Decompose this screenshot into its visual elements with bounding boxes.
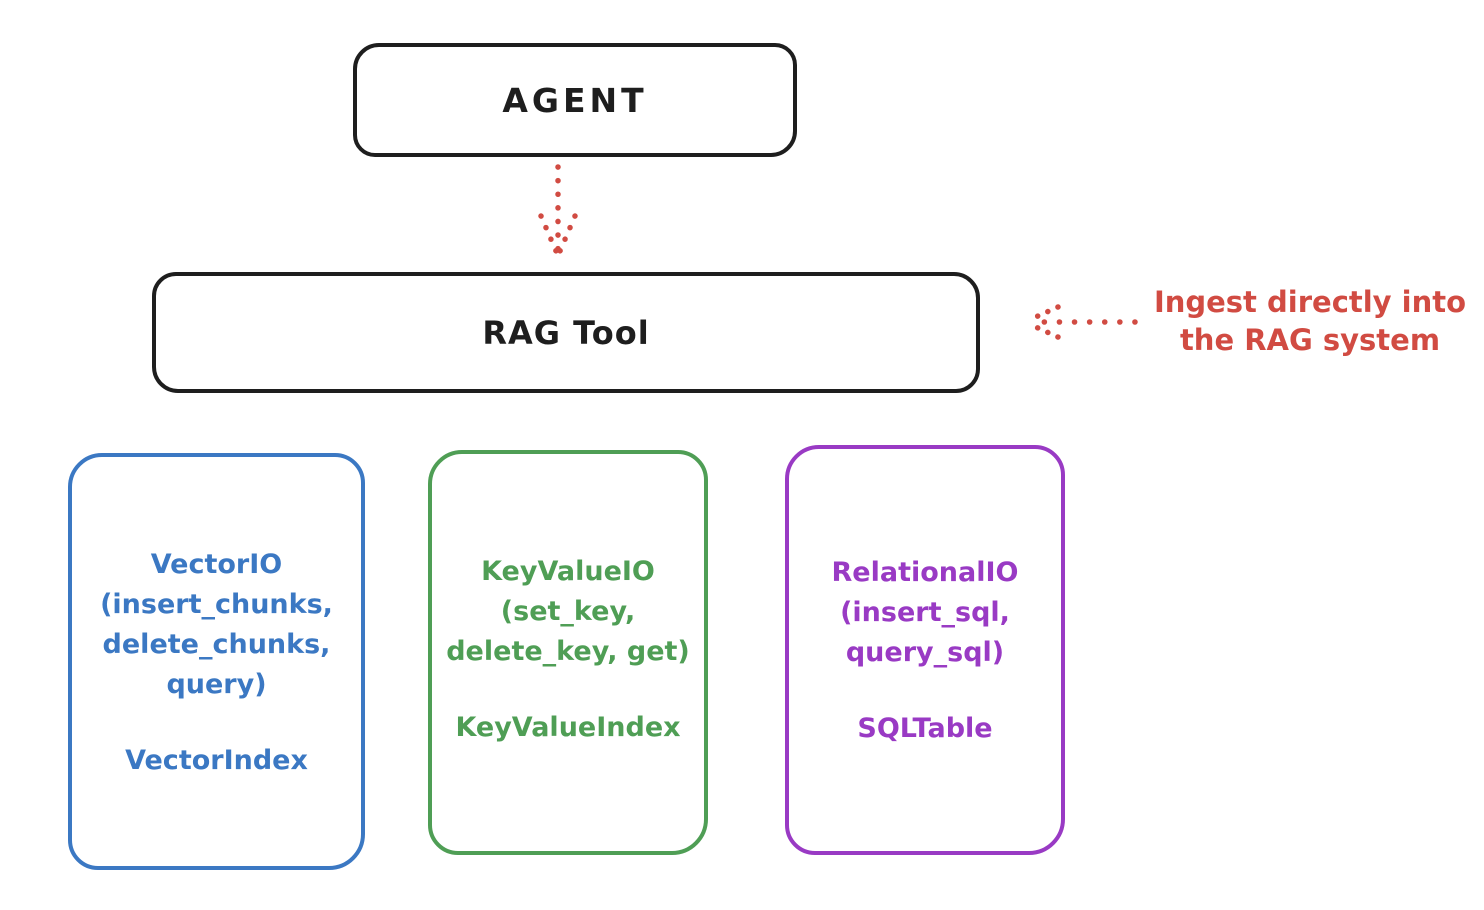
rag-tool-node: RAG Tool [152, 272, 980, 393]
node-text-line: query) [166, 669, 267, 700]
node-text-line: KeyValueIO [481, 556, 655, 587]
index-label: VectorIndex [125, 745, 308, 776]
annotation-text: Ingest directly into the RAG system [1140, 283, 1480, 359]
node-text-line: RelationalIO [831, 557, 1019, 588]
node-text-line: (set_key, [500, 596, 636, 627]
annotation-to-rag-dotted-arrow-icon [1026, 304, 1138, 340]
relational-io-node: RelationalIO (insert_sql, query_sql) SQL… [785, 445, 1065, 855]
rag-tool-label: RAG Tool [482, 313, 650, 352]
node-text-line: delete_chunks, [102, 629, 331, 660]
agent-label: AGENT [502, 80, 648, 120]
keyvalue-io-node: KeyValueIO (set_key, delete_key, get) Ke… [428, 450, 708, 855]
agent-to-rag-dotted-arrow-icon [538, 164, 578, 255]
index-label: SQLTable [857, 713, 993, 744]
annotation-line: the RAG system [1179, 323, 1441, 357]
index-label: KeyValueIndex [455, 712, 681, 743]
annotation-line: Ingest directly into [1153, 285, 1467, 319]
node-text-line: delete_key, get) [446, 636, 690, 667]
node-text-line: VectorIO [150, 549, 283, 580]
node-text-line: (insert_sql, [840, 597, 1010, 628]
vector-io-node: VectorIO (insert_chunks, delete_chunks, … [68, 453, 365, 870]
agent-node: AGENT [353, 43, 797, 157]
node-text-line: (insert_chunks, [100, 589, 333, 620]
node-text-line: query_sql) [845, 637, 1005, 668]
